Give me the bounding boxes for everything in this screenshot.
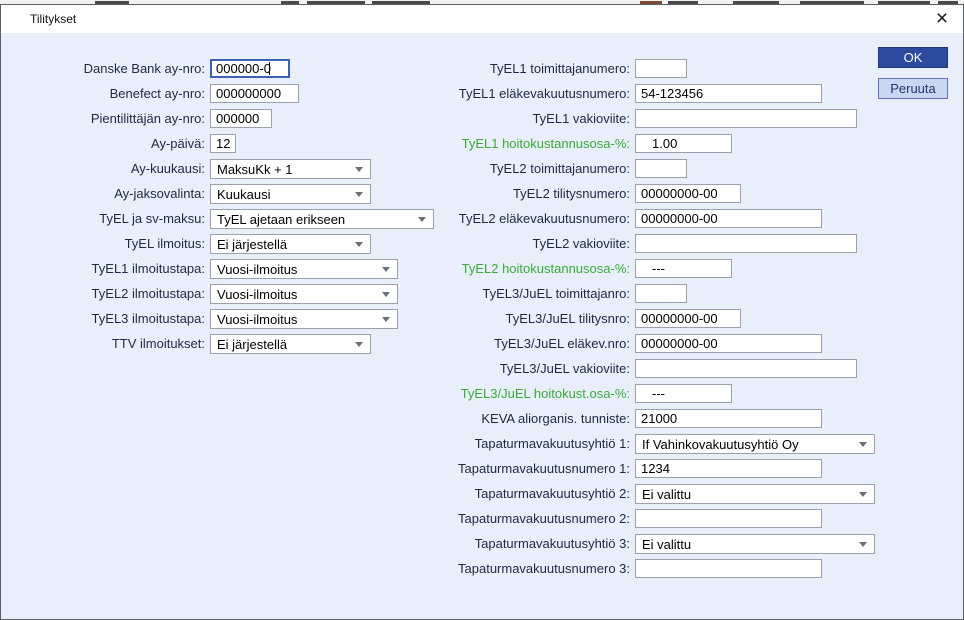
chevron-down-icon — [355, 167, 363, 172]
ttv-ilmoitukset-select[interactable]: Ei järjestellä — [210, 334, 371, 354]
field-label: TyEL1 toimittajanumero: — [489, 61, 630, 76]
tyel3-ilmoitustapa-select[interactable]: Vuosi-ilmoitus — [210, 309, 398, 329]
select-value: Ei valittu — [642, 486, 692, 502]
field-label: Danske Bank ay-nro: — [83, 61, 205, 76]
tapaturmavakuutusnumero-1-input[interactable] — [635, 459, 822, 478]
tyel2-tilitysnumero-input[interactable] — [635, 184, 741, 203]
tyel3-juel-tilitysnro-input[interactable] — [635, 309, 741, 328]
tyel2-vakioviite-input[interactable] — [635, 234, 857, 253]
field-label: TyEL3 ilmoitustapa: — [91, 311, 205, 326]
ay-paiva-input[interactable] — [210, 134, 236, 153]
background-window-edge — [0, 0, 964, 4]
field-label: TyEL2 eläkevakuutusnumero: — [458, 211, 630, 226]
tyel3-juel-vakioviite-input[interactable] — [635, 359, 857, 378]
field-label: Tapaturmavakuutusnumero 3: — [458, 561, 630, 576]
tyel3-juel-toimittajanro-input[interactable] — [635, 284, 687, 303]
tapaturmavakuutusyhtio-3-select[interactable]: Ei valittu — [635, 534, 875, 554]
field-label: Ay-jaksovalinta: — [114, 186, 205, 201]
field-label: Ay-kuukausi: — [130, 161, 205, 176]
field-label: Tapaturmavakuutusyhtiö 2: — [474, 486, 630, 501]
tyel1-toimittajanumero-input[interactable] — [635, 59, 687, 78]
chevron-down-icon — [859, 542, 867, 547]
tyel1-hoitokustannusosa-input[interactable] — [635, 134, 732, 153]
select-value: MaksuKk + 1 — [217, 161, 293, 177]
field-label: Ay-päivä: — [151, 136, 205, 151]
field-label: TyEL2 hoitokustannusosa-%: — [461, 261, 630, 276]
tyel2-hoitokustannusosa-input[interactable] — [635, 259, 732, 278]
field-label: Tapaturmavakuutusnumero 1: — [458, 461, 630, 476]
field-label: TyEL1 vakioviite: — [532, 111, 630, 126]
select-value: TyEL ajetaan erikseen — [217, 211, 346, 227]
chevron-down-icon — [355, 242, 363, 247]
keva-aliorganis-tunniste-input[interactable] — [635, 409, 822, 428]
select-value: Vuosi-ilmoitus — [217, 311, 298, 327]
tyel1-elakevakuutusnumero-input[interactable] — [635, 84, 822, 103]
tapaturmavakuutusyhtio-2-select[interactable]: Ei valittu — [635, 484, 875, 504]
ay-jaksovalinta-select[interactable]: Kuukausi — [210, 184, 371, 204]
field-label: TyEL ilmoitus: — [124, 236, 205, 251]
field-label: TyEL3/JuEL toimittajanro: — [482, 286, 630, 301]
field-label: TyEL2 tilitysnumero: — [512, 186, 630, 201]
field-label: TyEL1 ilmoitustapa: — [91, 261, 205, 276]
field-label: TyEL2 toimittajanumero: — [489, 161, 630, 176]
pientilittajan-ay-nro-input[interactable] — [210, 109, 272, 128]
chevron-down-icon — [382, 317, 390, 322]
chevron-down-icon — [418, 217, 426, 222]
chevron-down-icon — [355, 192, 363, 197]
ok-button[interactable]: OK — [878, 47, 948, 68]
field-label: TyEL ja sv-maksu: — [99, 211, 205, 226]
tilitykset-dialog: Tilitykset × Danske Bank ay-nro: Benefec… — [0, 4, 964, 620]
tyel2-elakevakuutusnumero-input[interactable] — [635, 209, 822, 228]
tapaturmavakuutusnumero-2-input[interactable] — [635, 509, 822, 528]
field-label: TyEL3/JuEL tilitysnro: — [505, 311, 630, 326]
field-label: TyEL3/JuEL eläkev.nro: — [494, 336, 630, 351]
close-icon[interactable]: × — [935, 6, 949, 30]
text-cursor — [269, 62, 270, 75]
field-label: Benefect ay-nro: — [109, 86, 205, 101]
chevron-down-icon — [382, 267, 390, 272]
tapaturmavakuutusyhtio-1-select[interactable]: If Vahinkovakuutusyhtiö Oy — [635, 434, 875, 454]
field-label: TyEL1 hoitokustannusosa-%: — [461, 136, 630, 151]
chevron-down-icon — [355, 342, 363, 347]
tapaturmavakuutusnumero-3-input[interactable] — [635, 559, 822, 578]
dialog-title: Tilitykset — [30, 12, 77, 26]
tyel3-juel-elakev-nro-input[interactable] — [635, 334, 822, 353]
field-label: TTV ilmoitukset: — [111, 336, 205, 351]
chevron-down-icon — [859, 442, 867, 447]
select-value: Ei valittu — [642, 536, 692, 552]
select-value: Ei järjestellä — [217, 236, 288, 252]
tyel-ilmoitus-select[interactable]: Ei järjestellä — [210, 234, 371, 254]
field-label: Tapaturmavakuutusyhtiö 1: — [474, 436, 630, 451]
danske-bank-ay-nro-input[interactable] — [210, 59, 290, 78]
chevron-down-icon — [859, 492, 867, 497]
tyel-ja-sv-maksu-select[interactable]: TyEL ajetaan erikseen — [210, 209, 434, 229]
benefect-ay-nro-input[interactable] — [210, 84, 299, 103]
cancel-button[interactable]: Peruuta — [878, 78, 948, 99]
tyel2-toimittajanumero-input[interactable] — [635, 159, 687, 178]
dialog-titlebar: Tilitykset × — [1, 5, 963, 33]
select-value: Ei järjestellä — [217, 336, 288, 352]
field-label: TyEL1 eläkevakuutusnumero: — [458, 86, 630, 101]
select-value: Vuosi-ilmoitus — [217, 286, 298, 302]
field-label: TyEL3/JuEL hoitokust.osa-%: — [460, 386, 630, 401]
field-label: TyEL2 vakioviite: — [532, 236, 630, 251]
ay-kuukausi-select[interactable]: MaksuKk + 1 — [210, 159, 371, 179]
tyel1-vakioviite-input[interactable] — [635, 109, 857, 128]
field-label: TyEL3/JuEL vakioviite: — [499, 361, 630, 376]
field-label: Tapaturmavakuutusyhtiö 3: — [474, 536, 630, 551]
select-value: Vuosi-ilmoitus — [217, 261, 298, 277]
tyel1-ilmoitustapa-select[interactable]: Vuosi-ilmoitus — [210, 259, 398, 279]
field-label: Tapaturmavakuutusnumero 2: — [458, 511, 630, 526]
tyel3-juel-hoitokust-osa-input[interactable] — [635, 384, 732, 403]
select-value: Kuukausi — [217, 186, 271, 202]
select-value: If Vahinkovakuutusyhtiö Oy — [642, 436, 799, 452]
field-label: KEVA aliorganis. tunniste: — [481, 411, 630, 426]
tyel2-ilmoitustapa-select[interactable]: Vuosi-ilmoitus — [210, 284, 398, 304]
field-label: TyEL2 ilmoitustapa: — [91, 286, 205, 301]
chevron-down-icon — [382, 292, 390, 297]
field-label: Pientilittäjän ay-nro: — [90, 111, 205, 126]
